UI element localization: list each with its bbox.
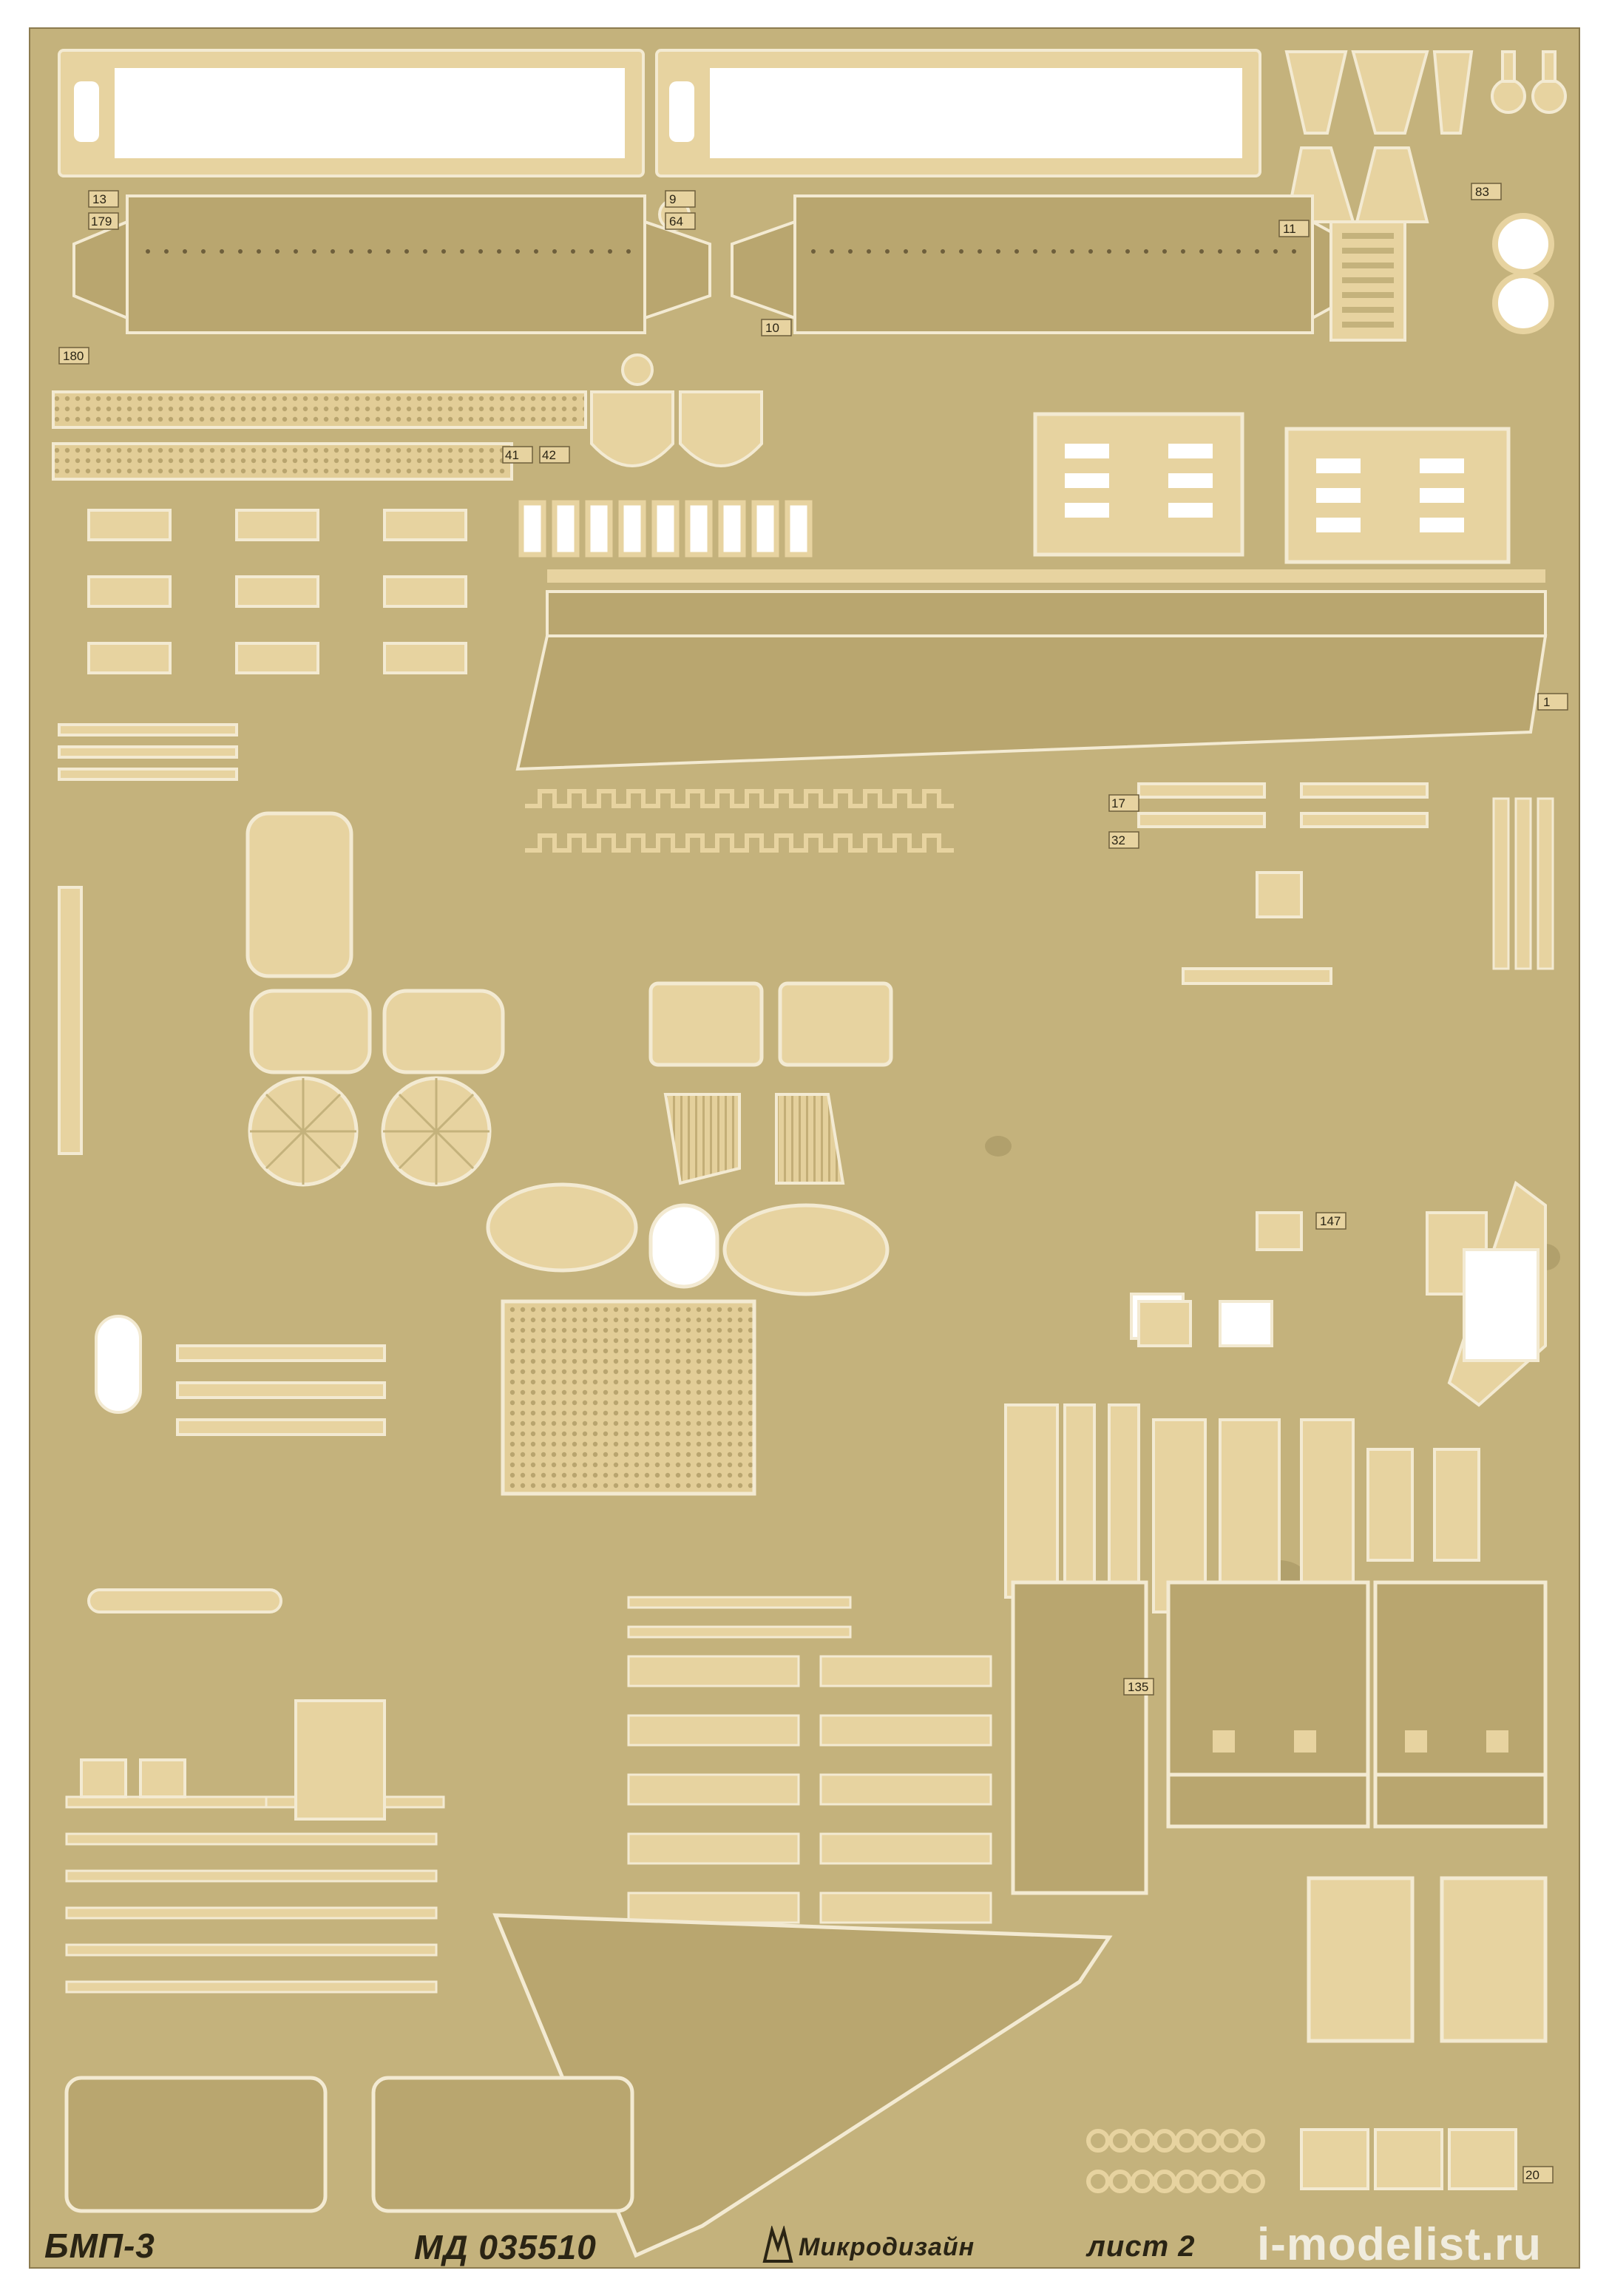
watermark: i-modelist.ru <box>1257 2219 1542 2270</box>
svg-text:83: 83 <box>1475 185 1489 199</box>
model-label: БМП-3 <box>44 2226 155 2265</box>
fender-left <box>126 194 646 334</box>
part-number-callouts <box>58 183 1568 2184</box>
svg-text:179: 179 <box>91 214 112 228</box>
fan-blades <box>250 1078 490 1185</box>
svg-text:147: 147 <box>1320 1214 1341 1228</box>
svg-text:42: 42 <box>542 448 556 462</box>
lower-strips <box>627 1596 992 1924</box>
svg-text:64: 64 <box>669 214 683 228</box>
louvre-panels <box>663 1093 845 1185</box>
track-guards <box>1300 2128 1517 2190</box>
top-frame-left <box>58 49 645 177</box>
side-brackets <box>87 509 467 674</box>
svg-text:10: 10 <box>765 321 779 335</box>
top-frame-right <box>655 49 1261 177</box>
svg-text:180: 180 <box>63 349 84 363</box>
svg-text:13: 13 <box>92 192 106 206</box>
right-vertical-strips <box>1492 797 1554 970</box>
code-label: МД 035510 <box>414 2228 597 2266</box>
mid-right-parts <box>1004 782 1480 1613</box>
grille-block <box>1329 213 1554 342</box>
side-skirt <box>515 569 1548 771</box>
svg-text:1: 1 <box>1543 695 1550 709</box>
brand-label: Микродизайн <box>799 2233 975 2261</box>
svg-text:41: 41 <box>505 448 519 462</box>
top-right-pins <box>1491 50 1567 114</box>
hatch-doors <box>1307 1876 1548 2043</box>
cover-plates <box>486 981 893 1296</box>
svg-text:20: 20 <box>1525 2168 1539 2182</box>
sheet-label: лист 2 <box>1087 2230 1196 2263</box>
slot-frames <box>518 500 813 558</box>
chain-links <box>1086 2129 1265 2193</box>
track-link-strips <box>525 789 954 853</box>
top-right-trapezoids <box>1284 50 1474 223</box>
mudguard-plates <box>64 1913 1113 2258</box>
brand-logo-icon <box>762 2224 794 2263</box>
mesh-screen <box>501 1299 756 1496</box>
svg-text:17: 17 <box>1111 796 1125 810</box>
bottom-panels <box>1011 1580 1548 1895</box>
svg-text:135: 135 <box>1128 1680 1148 1694</box>
svg-text:11: 11 <box>1283 222 1296 236</box>
perforated-strips <box>52 390 587 481</box>
bracket-plates <box>590 198 763 467</box>
fender-right <box>793 194 1314 334</box>
tracks-connector <box>1426 1180 1547 1407</box>
hatch-slots <box>1065 444 1464 532</box>
bottom-panel-tabs <box>1213 1730 1508 1753</box>
svg-text:32: 32 <box>1111 833 1125 847</box>
svg-text:9: 9 <box>669 192 676 206</box>
left-misc <box>58 723 386 1821</box>
part-number-text: 13 179 9 64 11 83 10 180 41 42 1 17 32 1… <box>63 185 1550 2182</box>
